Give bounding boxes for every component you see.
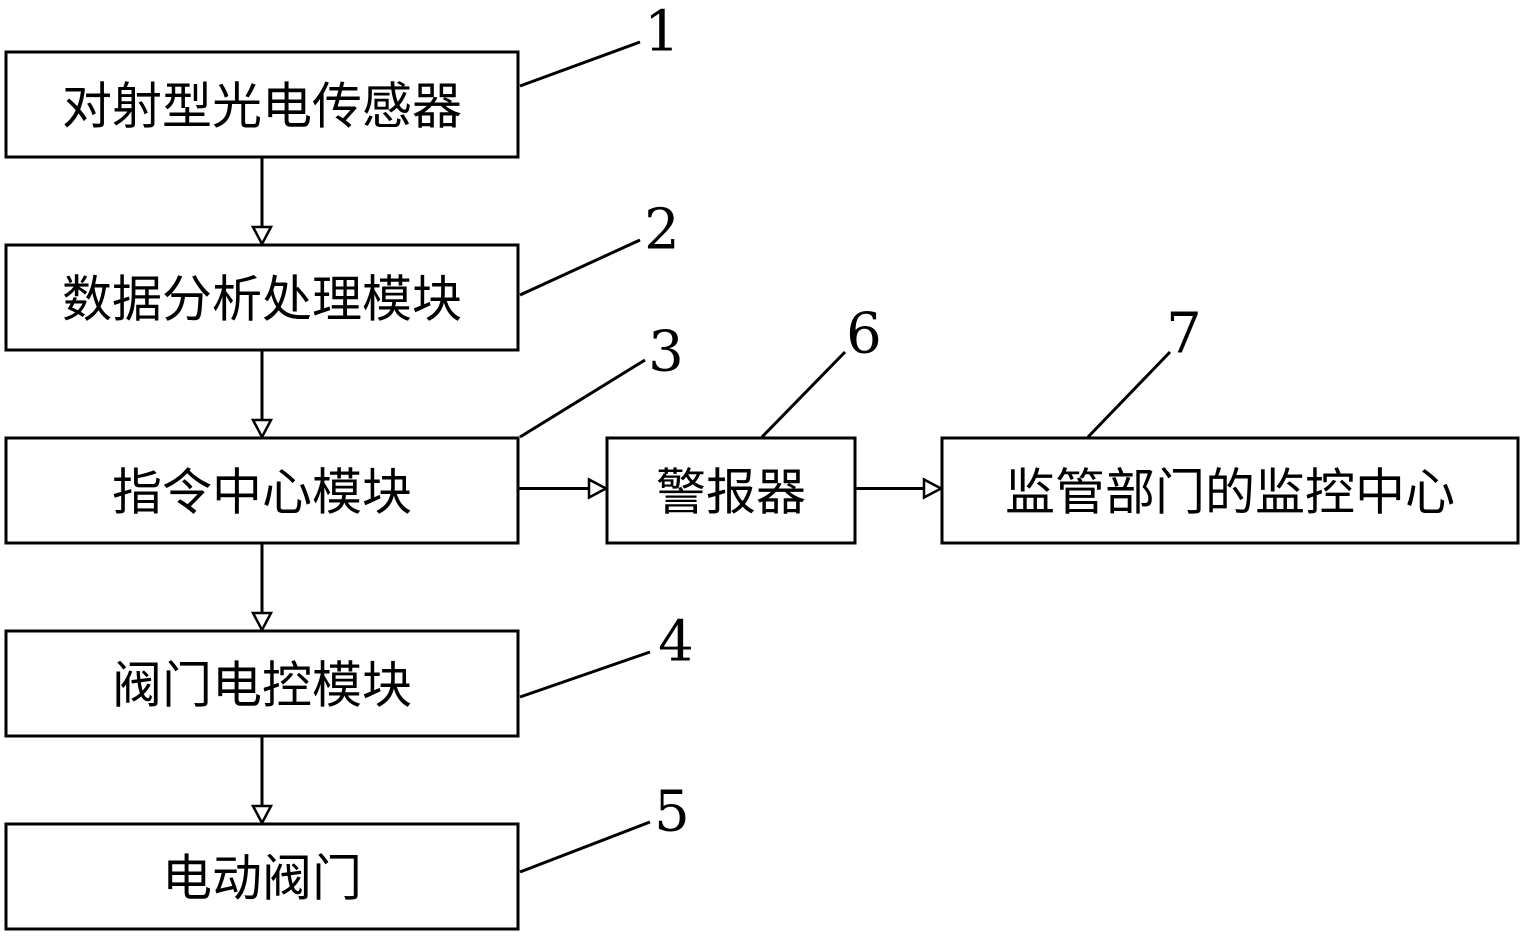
node-b6: 警报器	[605, 436, 857, 545]
node-box-b3	[4, 436, 520, 545]
node-number-b2: 2	[644, 198, 680, 263]
node-label-b1: 对射型光电传感器	[62, 78, 462, 136]
arrow-b3-to-b6-head	[587, 477, 609, 500]
node-box-b2	[4, 243, 520, 352]
node-label-b3: 指令中心模块	[112, 464, 412, 522]
node-label-b4: 阀门电控模块	[112, 657, 412, 715]
node-b7: 监管部门的监控中心	[940, 436, 1520, 545]
node-box-b4	[4, 629, 520, 738]
node-box-b5	[4, 822, 520, 931]
node-b2: 数据分析处理模块	[4, 243, 520, 352]
arrow-b3-to-b4	[250, 543, 274, 633]
leader-line-b7	[1086, 350, 1172, 439]
arrow-b4-to-b5	[250, 736, 274, 826]
leader-line-b4	[519, 650, 651, 699]
arrow-b1-to-b2	[250, 157, 274, 247]
node-number-b7: 7	[1166, 302, 1202, 367]
node-b1: 对射型光电传感器	[4, 50, 520, 159]
node-number-b3: 3	[648, 320, 684, 385]
arrow-b2-to-b3-head	[250, 418, 274, 440]
node-label-b5: 电动阀门	[162, 850, 362, 908]
leader-line-b2	[519, 238, 641, 297]
arrow-b3-to-b4-head	[250, 611, 274, 633]
node-label-b7: 监管部门的监控中心	[1005, 464, 1455, 522]
arrow-b4-to-b5-head	[250, 804, 274, 826]
arrow-b6-to-b7	[855, 477, 944, 500]
node-number-b4: 4	[658, 610, 694, 675]
node-label-b6: 警报器	[656, 464, 806, 522]
node-number-b1: 1	[644, 0, 680, 65]
arrow-b1-to-b2-head	[250, 225, 274, 247]
node-b3: 指令中心模块	[4, 436, 520, 545]
node-number-b6: 6	[846, 302, 882, 367]
leaders-layer: 1 2 3 4 5 6 7	[519, 0, 1202, 874]
node-b4: 阀门电控模块	[4, 629, 520, 738]
leader-line-b5	[519, 820, 651, 874]
leader-line-b1	[519, 40, 641, 88]
node-box-b1	[4, 50, 520, 159]
leader-line-b6	[760, 350, 847, 439]
node-box-b6	[605, 436, 857, 545]
node-number-b5: 5	[654, 780, 690, 845]
node-box-b7	[940, 436, 1520, 545]
arrow-b6-to-b7-head	[922, 477, 944, 500]
edges-layer	[250, 157, 944, 826]
arrow-b3-to-b6	[518, 477, 609, 500]
leader-line-b3	[519, 358, 646, 439]
node-b5: 电动阀门	[4, 822, 520, 931]
arrow-b2-to-b3	[250, 350, 274, 440]
node-label-b2: 数据分析处理模块	[62, 271, 462, 329]
